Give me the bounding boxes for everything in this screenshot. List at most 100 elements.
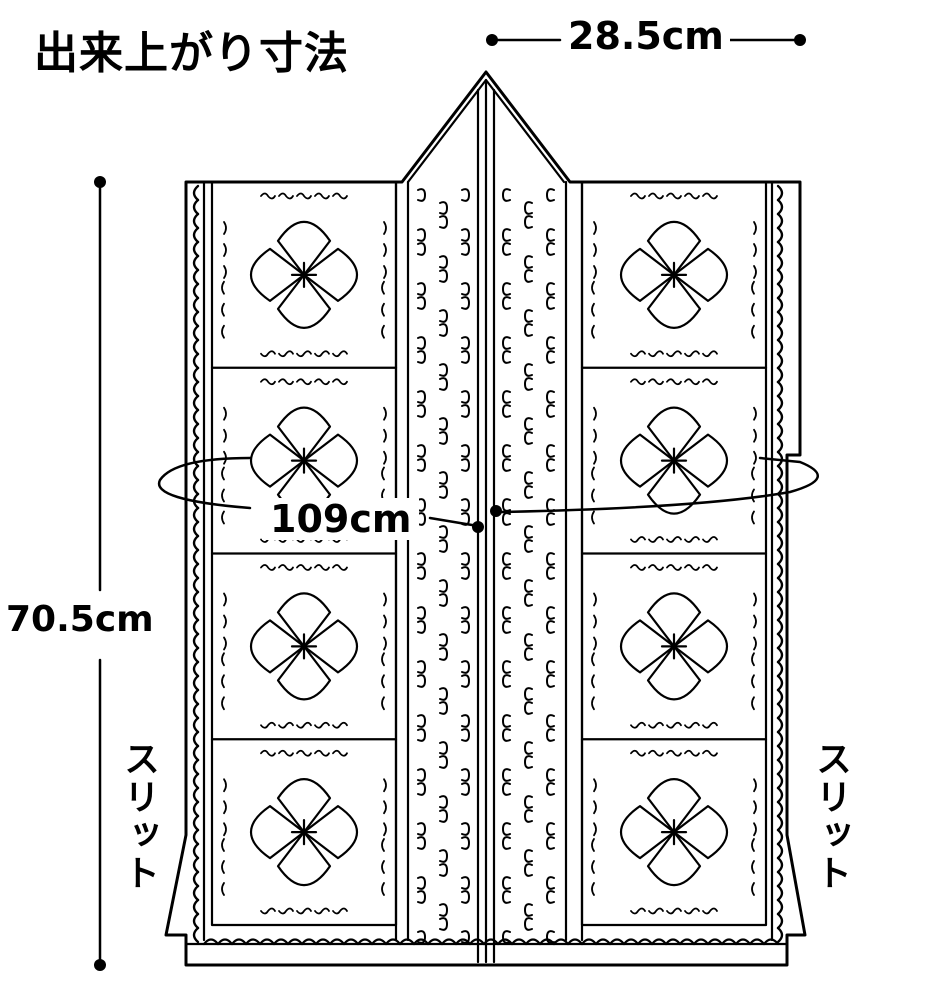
border-mark bbox=[648, 749, 664, 757]
shell-mark bbox=[546, 296, 555, 310]
shell-mark bbox=[502, 930, 511, 944]
scallop bbox=[776, 548, 784, 566]
slit-label-right: スリット bbox=[810, 740, 851, 892]
hem-scallop bbox=[650, 938, 668, 946]
scallop bbox=[192, 282, 200, 300]
diagram-title: 出来上がり寸法 bbox=[34, 28, 349, 79]
border-mark bbox=[751, 674, 755, 689]
scallop bbox=[776, 324, 784, 342]
border-mark bbox=[332, 907, 348, 915]
scallop bbox=[192, 758, 200, 776]
petal bbox=[646, 592, 702, 648]
shell-mark bbox=[417, 282, 426, 296]
scallop bbox=[192, 268, 200, 286]
scallop bbox=[192, 464, 200, 482]
scallop bbox=[192, 352, 200, 370]
scallop bbox=[192, 520, 200, 538]
hem-scallop bbox=[496, 938, 514, 946]
petal bbox=[276, 592, 332, 648]
shell-mark bbox=[417, 606, 426, 620]
shell-mark bbox=[502, 714, 511, 728]
border-mark bbox=[221, 696, 225, 711]
shell-mark bbox=[417, 930, 426, 944]
scallop bbox=[192, 436, 200, 454]
shell-mark bbox=[546, 498, 555, 512]
shell-mark bbox=[524, 755, 533, 769]
vest-outline bbox=[164, 70, 807, 967]
shell-mark bbox=[461, 188, 470, 202]
border-mark bbox=[221, 488, 225, 503]
border-mark bbox=[753, 592, 757, 607]
shell-mark bbox=[502, 404, 511, 418]
shell-mark bbox=[461, 404, 470, 418]
border-mark bbox=[314, 907, 330, 915]
shell-mark bbox=[524, 377, 533, 391]
shell-mark bbox=[524, 849, 533, 863]
shell-mark bbox=[502, 390, 511, 404]
shell-mark bbox=[524, 539, 533, 553]
shell-mark bbox=[439, 215, 448, 229]
scallop bbox=[776, 604, 784, 622]
slit-label-left: スリット bbox=[118, 740, 159, 892]
shell-mark bbox=[461, 296, 470, 310]
scallop bbox=[776, 254, 784, 272]
border-mark bbox=[332, 749, 348, 757]
border-mark bbox=[223, 243, 227, 257]
shell-mark bbox=[439, 269, 448, 283]
shell-mark bbox=[524, 741, 533, 755]
border-mark bbox=[751, 466, 755, 481]
shell-mark bbox=[546, 350, 555, 364]
hem-band bbox=[184, 938, 789, 946]
scallop bbox=[776, 730, 784, 748]
shell-mark bbox=[439, 363, 448, 377]
shell-mark bbox=[502, 768, 511, 782]
shell-mark bbox=[439, 323, 448, 337]
border-mark bbox=[221, 510, 225, 525]
hem-scallop bbox=[636, 938, 654, 946]
shell-mark bbox=[417, 350, 426, 364]
border-mark bbox=[278, 721, 294, 729]
petal bbox=[302, 247, 358, 302]
border-mark bbox=[223, 265, 227, 279]
scallop bbox=[192, 618, 200, 636]
border-mark bbox=[332, 378, 348, 386]
hem-scallop bbox=[314, 938, 332, 946]
shell-mark bbox=[546, 444, 555, 458]
shell-mark bbox=[439, 471, 448, 485]
scallop bbox=[776, 240, 784, 258]
shell-mark bbox=[524, 633, 533, 647]
scallop bbox=[776, 814, 784, 832]
border-mark bbox=[753, 265, 757, 279]
hem-scallop bbox=[384, 938, 402, 946]
border-mark bbox=[630, 378, 646, 386]
scallop bbox=[776, 744, 784, 762]
border-mark bbox=[591, 882, 595, 896]
scallop bbox=[776, 688, 784, 706]
shell-mark bbox=[524, 863, 533, 877]
hem-scallop bbox=[342, 938, 360, 946]
border-mark bbox=[630, 721, 646, 729]
border-mark bbox=[383, 221, 387, 235]
scallop bbox=[192, 184, 200, 202]
shell-mark bbox=[546, 458, 555, 472]
shell-mark bbox=[417, 458, 426, 472]
shell-mark bbox=[417, 444, 426, 458]
scallop bbox=[192, 562, 200, 580]
scallop bbox=[776, 408, 784, 426]
hem-scallop bbox=[426, 938, 444, 946]
shell-mark bbox=[439, 755, 448, 769]
scallop bbox=[776, 884, 784, 902]
shell-mark bbox=[502, 782, 511, 796]
shell-mark bbox=[524, 431, 533, 445]
circ-left-arc bbox=[157, 456, 252, 510]
hem-scallop bbox=[734, 938, 752, 946]
scallop bbox=[776, 674, 784, 692]
shell-mark bbox=[524, 647, 533, 661]
shell-mark bbox=[461, 390, 470, 404]
shell-mark bbox=[461, 566, 470, 580]
petal bbox=[672, 619, 728, 674]
border-mark bbox=[684, 721, 700, 729]
shell-mark bbox=[417, 876, 426, 890]
scallop bbox=[192, 226, 200, 244]
border-mark bbox=[751, 860, 755, 874]
